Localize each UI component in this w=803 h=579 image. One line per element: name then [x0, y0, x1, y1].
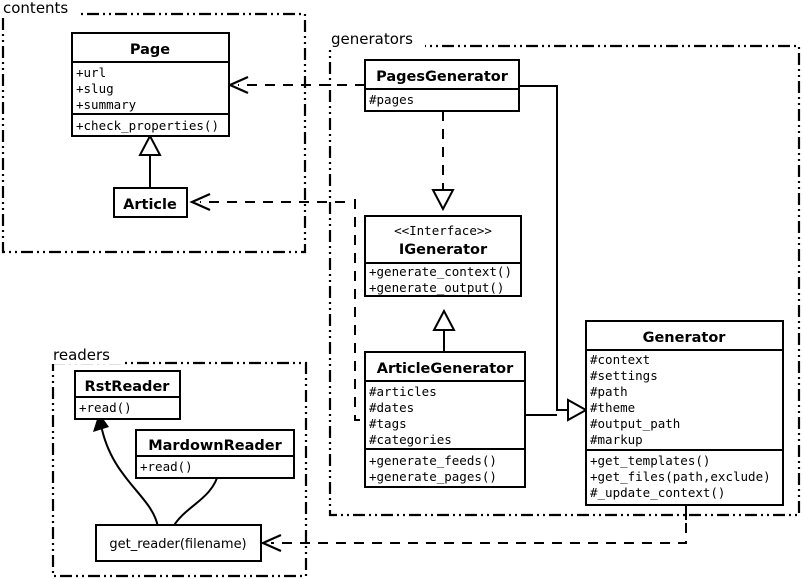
class-igenerator-operation: +generate_output(): [369, 280, 504, 295]
class-article-generator-title: ArticleGenerator: [377, 361, 514, 377]
connector-getreader-to-mardownreader: [172, 471, 220, 528]
class-page-attribute: +slug: [76, 81, 114, 96]
class-generator-operation: #_update_context(): [590, 485, 725, 500]
package-readers-label: readers: [53, 346, 110, 364]
class-rst-reader-box: [74, 370, 181, 420]
generalization-arrowhead-generator: [567, 398, 589, 422]
class-pages-generator-title: PagesGenerator: [376, 69, 509, 85]
package-readers-label-bg: [50, 346, 122, 364]
class-generator-attribute: #output_path: [590, 416, 680, 431]
class-pages-generator[interactable]: PagesGenerator #pages: [364, 59, 520, 112]
class-page-attribute: +summary: [76, 97, 137, 112]
class-article-generator-operation: +generate_feeds(): [369, 453, 497, 468]
class-generator-attribute: #path: [590, 384, 628, 399]
class-article-generator-box: [364, 351, 526, 488]
class-mardown-reader[interactable]: MardownReader +read(): [135, 429, 295, 479]
package-readers: readers: [50, 346, 308, 578]
class-article[interactable]: Article: [113, 187, 188, 218]
class-page[interactable]: Page +url +slug +summary +check_properti…: [71, 32, 230, 137]
class-mardown-reader-title: MardownReader: [148, 438, 282, 454]
package-generators-label-bg: [329, 30, 425, 48]
function-get-reader[interactable]: get_reader(filename): [95, 524, 262, 562]
class-igenerator[interactable]: <<Interface>> IGenerator +generate_conte…: [364, 215, 522, 297]
arrowhead-rstreader: [93, 413, 109, 432]
package-contents: contents: [0, 0, 307, 254]
package-generators: generators: [328, 30, 801, 517]
class-igenerator-box: [364, 215, 522, 297]
class-rst-reader-title: RstReader: [85, 379, 171, 395]
class-mardown-reader-operation: +read(): [140, 459, 193, 474]
package-contents-border: [1, 12, 307, 254]
package-contents-label: contents: [3, 0, 68, 17]
generalization-arrowhead-page: [138, 133, 162, 156]
connector-generators-inner-spine: [354, 199, 365, 421]
class-article-generator-attribute: #categories: [369, 432, 452, 447]
class-article-title: Article: [123, 197, 177, 213]
class-igenerator-title: IGenerator: [399, 242, 488, 258]
realization-arrowhead-igenerator-top: [431, 189, 455, 212]
connector-getreader-to-rstreader: [100, 424, 159, 528]
class-generator-operation: +get_files(path,exclude): [590, 469, 771, 484]
package-contents-label-bg: [0, 0, 78, 18]
class-article-generator-attribute: #tags: [369, 416, 407, 431]
generalization-arrowhead-igenerator-bottom: [432, 308, 456, 331]
class-pages-generator-box: [364, 59, 520, 112]
class-article-generator[interactable]: ArticleGenerator #articles #dates #tags …: [364, 351, 526, 488]
class-page-title: Page: [130, 42, 170, 58]
function-get-reader-label: get_reader(filename): [109, 537, 246, 552]
class-generator-attribute: #theme: [590, 400, 635, 415]
class-generator-attribute: #markup: [590, 432, 643, 447]
class-generator-operation: +get_templates(): [590, 453, 710, 468]
class-article-box: [113, 187, 188, 218]
class-generator-title: Generator: [643, 330, 727, 346]
class-generator-attribute: #settings: [590, 368, 658, 383]
class-generator-box: [585, 320, 784, 506]
class-page-box: [71, 32, 230, 137]
class-generator[interactable]: Generator #context #settings #path #them…: [585, 320, 784, 506]
class-igenerator-operation: +generate_context(): [369, 264, 512, 279]
class-mardown-reader-box: [135, 429, 295, 479]
class-page-operation: +check_properties(): [76, 118, 219, 133]
connector-pagesgenerator-to-generator: [519, 85, 575, 411]
package-readers-border: [51, 361, 308, 578]
class-article-generator-attribute: #dates: [369, 400, 414, 415]
class-pages-generator-attribute: #pages: [369, 92, 414, 107]
connector-generator-to-getreader: [271, 505, 687, 544]
class-generator-attribute: #context: [590, 352, 650, 367]
package-generators-border: [328, 44, 801, 517]
class-rst-reader[interactable]: RstReader +read(): [74, 370, 181, 420]
package-generators-label: generators: [331, 30, 413, 48]
class-article-generator-operation: +generate_pages(): [369, 469, 497, 484]
class-igenerator-stereotype: <<Interface>>: [394, 223, 492, 238]
class-rst-reader-operation: +read(): [79, 400, 132, 415]
dependency-arrowhead-getreader: [260, 533, 282, 553]
class-page-attribute: +url: [76, 65, 106, 80]
function-get-reader-box: [95, 524, 262, 562]
class-article-generator-attribute: #articles: [369, 384, 437, 399]
dependency-arrowhead-article: [189, 192, 211, 212]
